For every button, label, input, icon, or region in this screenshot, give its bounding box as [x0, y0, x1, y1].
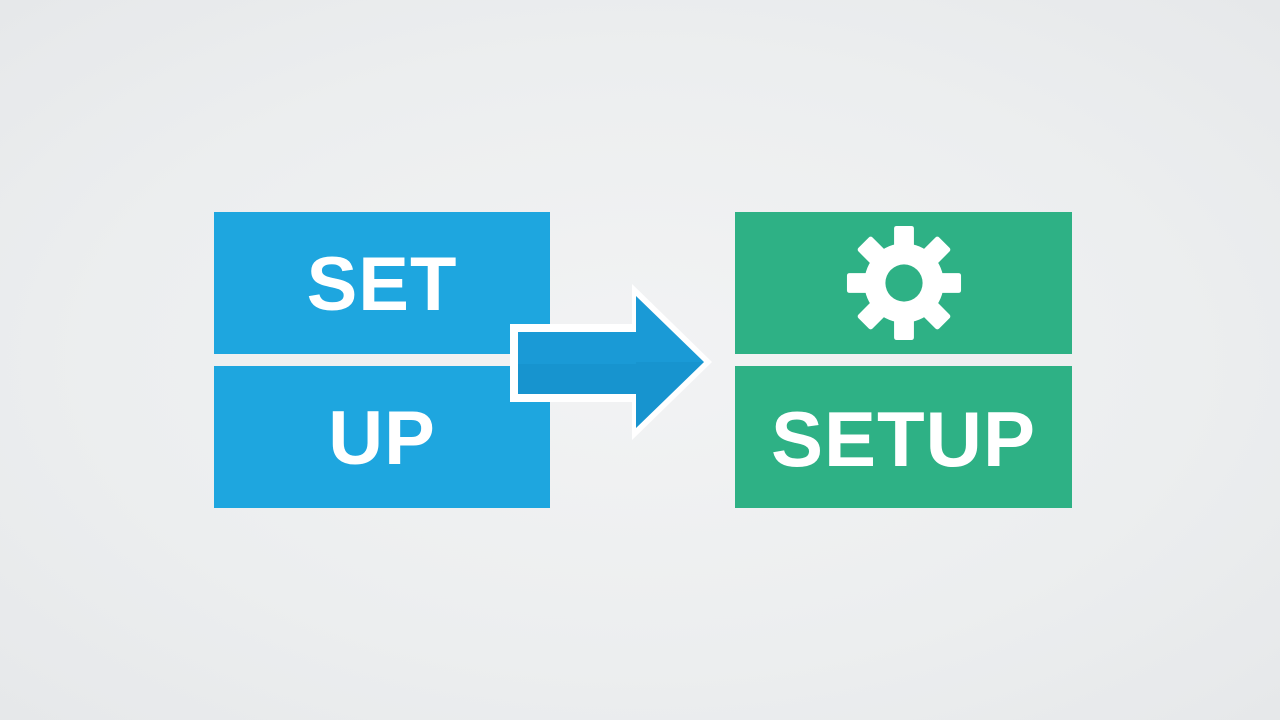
gear-icon [846, 225, 961, 341]
setup-label: SETUP [770, 395, 1037, 483]
arrow-body [518, 296, 704, 428]
right-arrow-icon [510, 284, 712, 440]
gear-block [735, 212, 1072, 354]
arrow-head-shade [636, 362, 704, 428]
up-block: UP [214, 366, 550, 508]
set-label: SET [306, 242, 458, 327]
up-label: UP [328, 396, 436, 481]
setup-block: SETUP [735, 366, 1072, 508]
set-block: SET [214, 212, 550, 354]
arrow-shade [518, 364, 636, 394]
